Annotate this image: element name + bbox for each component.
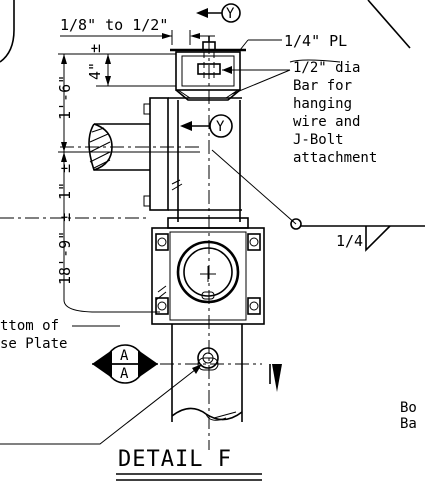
clamp-bolt-bottom: [143, 195, 151, 207]
clamp-plate: [149, 97, 169, 211]
bar-leader-arrow: [222, 66, 232, 74]
hole-leader-arrow: [192, 364, 202, 374]
dim-short: 4" ±: [86, 44, 104, 80]
clamp-bolt-top: [143, 103, 151, 115]
bottom-right-label-2: Ba: [400, 416, 417, 432]
section-marker-mid: [209, 114, 233, 138]
right-frame-curve: [367, 0, 411, 49]
bar-leader-b: [231, 69, 291, 95]
bottom-right-label-1: Bo: [400, 400, 417, 416]
lower-pole-break: [171, 407, 243, 421]
lower-pole-break-hatch: [205, 411, 237, 421]
dim-top-arrow-a: [162, 33, 172, 39]
center-slot: [201, 291, 215, 300]
bar-label-5: J-Bolt: [293, 132, 344, 148]
detail-a-bottom: A: [120, 366, 129, 382]
weld-fillet-symbol: [365, 225, 391, 252]
left-frame-curve: [0, 0, 15, 63]
weld-size: 1/4: [336, 232, 363, 250]
connection-housing: [151, 227, 265, 325]
bar-label-4: wire and: [293, 114, 360, 130]
detail-title: DETAIL F: [118, 447, 232, 472]
dim-upper-arrow-top: [61, 54, 67, 64]
bar-label-2: Bar for: [293, 78, 352, 94]
lower-hole-outer: [197, 347, 219, 369]
dim-short-arrow-bottom: [105, 76, 111, 86]
section-marker-top: [221, 3, 241, 23]
section-marker-top-letter: Y: [226, 6, 235, 22]
section-arrow-mid-head: [180, 121, 192, 131]
bar-label-1: 1/2" dia: [293, 60, 360, 76]
plate-label: 1/4" PL: [284, 32, 347, 50]
top-cap-inner: [181, 55, 235, 87]
cap-weld-left: [177, 89, 191, 99]
housing-bolt-tl: [155, 233, 169, 251]
dim-overall-leader: [63, 299, 160, 313]
section-marker-mid-letter: Y: [216, 119, 225, 135]
bottom-left-label-1: ttom of: [0, 318, 59, 334]
housing-bolt-br: [247, 297, 261, 315]
dim-top-arrow-b: [190, 33, 200, 39]
dim-upper: 1'-6": [56, 75, 74, 120]
pole-weld-mark: [171, 179, 183, 191]
top-cap-box: [175, 51, 241, 91]
bar-label-6: attachment: [293, 150, 377, 166]
section-arrow-top-head: [196, 8, 208, 18]
base-flag-right: [272, 364, 282, 392]
housing-bolt-tr-head: [249, 237, 259, 247]
plate-leader-drop: [239, 39, 249, 51]
bottom-left-label-2: se Plate: [0, 336, 67, 352]
dim-mid: 1" ±: [56, 164, 74, 200]
center-opening-inner: [183, 247, 233, 297]
dim-overall: 18'-9" ±: [56, 213, 74, 285]
bar-label-3: hanging: [293, 96, 352, 112]
housing-bolt-bl-head: [157, 301, 167, 311]
housing-bolt-bl: [155, 297, 169, 315]
housing-bolt-tr: [247, 233, 261, 251]
housing-bolt-tl-head: [157, 237, 167, 247]
housing-bolt-br-head: [249, 301, 259, 311]
hole-leader: [0, 365, 201, 445]
bar-label-frame: [289, 59, 341, 63]
connection-collar: [167, 217, 249, 229]
weld-all-around: [290, 218, 302, 230]
housing-weld-left: [155, 285, 167, 301]
center-opening-outer: [176, 240, 240, 304]
arm-pipe-hatch: [89, 127, 111, 169]
detail-a-top: A: [120, 348, 129, 364]
cap-transition: [175, 89, 241, 101]
weld-leader: [211, 149, 297, 225]
dim-mid-arrow: [61, 152, 67, 162]
dim-short-arrow-top: [105, 54, 111, 64]
connection-inner: [169, 231, 247, 321]
dim-top-range: 1/8" to 1/2": [60, 16, 168, 34]
